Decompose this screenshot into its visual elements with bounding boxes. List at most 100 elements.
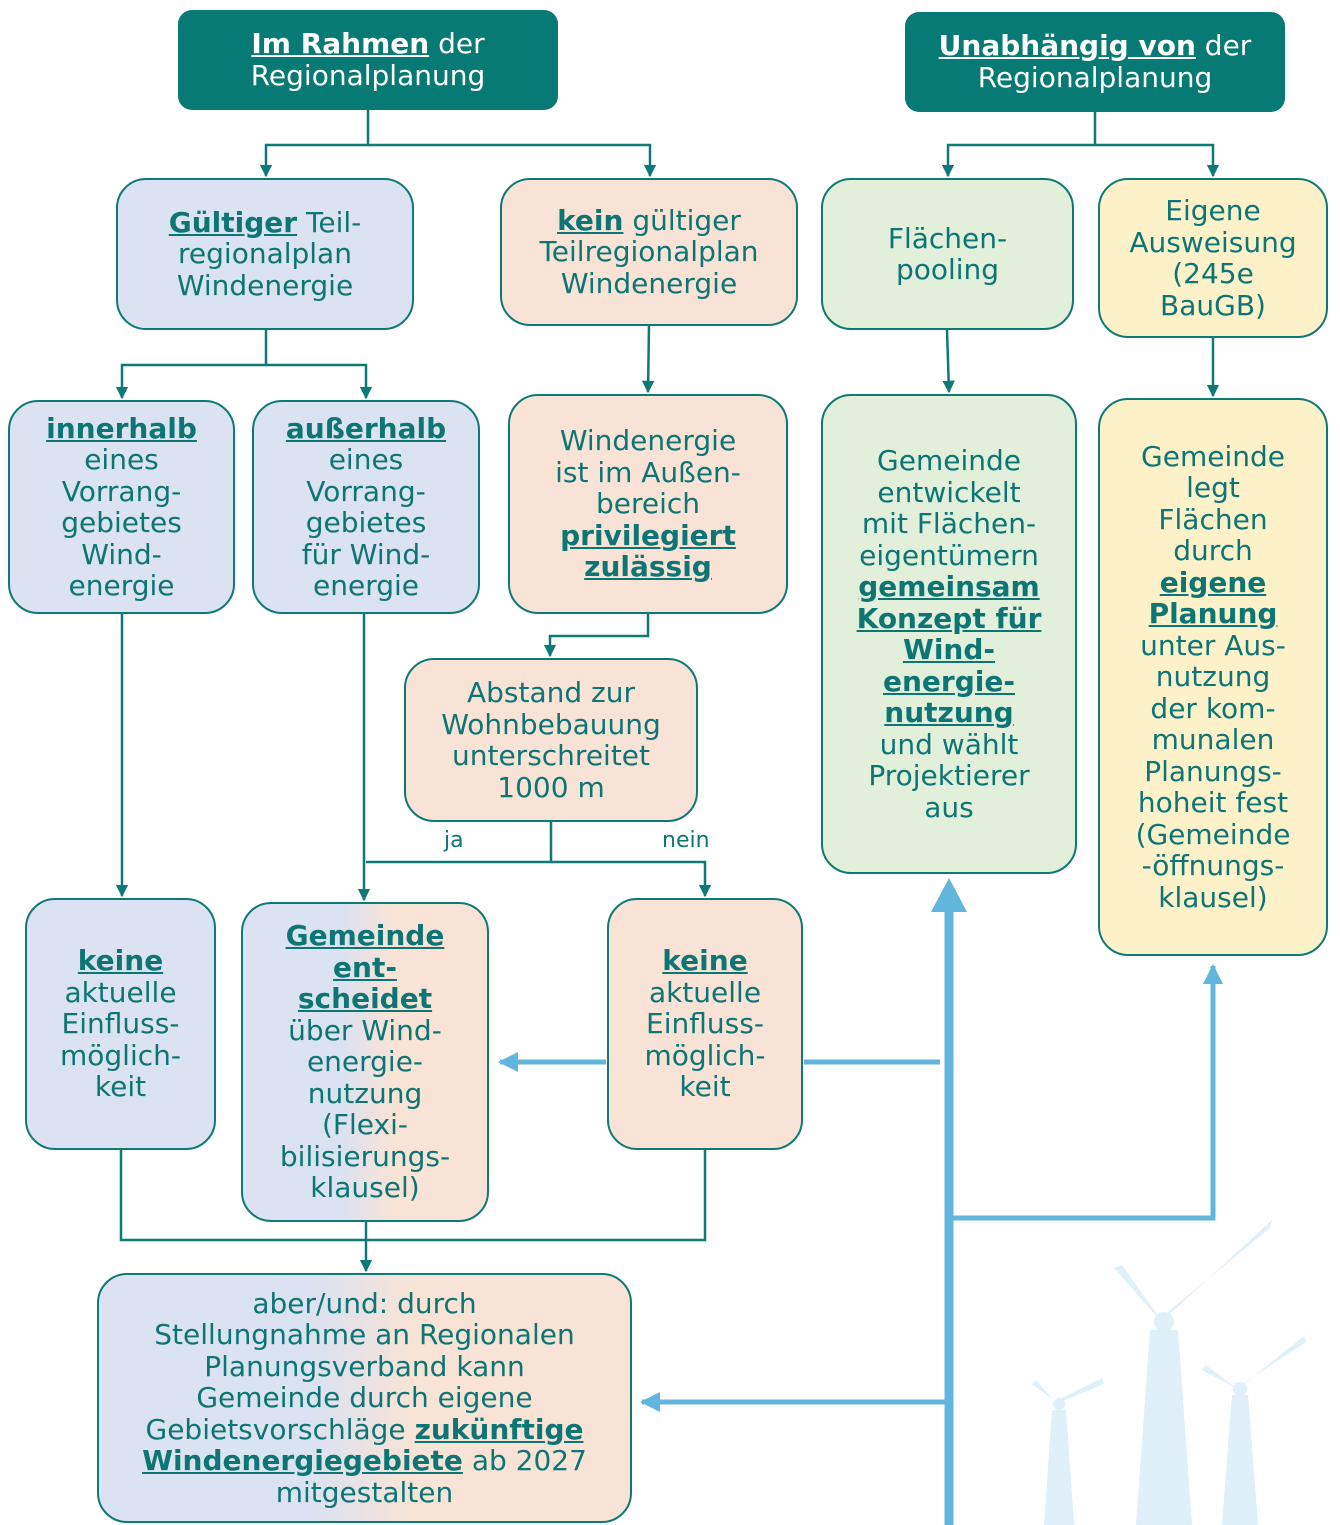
privilegiert-bold2: zulässig [584,550,712,584]
legt-line10: hoheit fest [1137,786,1289,820]
ausweisung-line3: (245e [1172,257,1254,290]
legt-line4: durch [1173,534,1253,568]
privilegiert-line1: Windenergie [559,424,737,458]
legt-line12: -öffnungs- [1141,849,1285,883]
label-nein: nein [662,828,710,853]
ausserhalb-line4: gebietes [305,506,427,539]
gueltig-line3: Windenergie [176,268,354,302]
innerhalb-bold: innerhalb [46,411,197,445]
legt-line5: unter Aus- [1140,628,1286,662]
legt-line8: munalen [1151,723,1275,757]
legt-bold1: eigene [1159,565,1267,599]
entscheidet-line2: energie- [306,1045,424,1079]
aber-line5a: Gebietsvorschläge [145,1412,415,1446]
ausserhalb-line6: energie [313,569,419,602]
gueltig-line2: regionalplan [178,237,352,271]
entwickelt-line3: mit Flächen- [861,507,1037,540]
legt-bold2: Planung [1148,597,1278,631]
entwickelt-line5: und wählt [879,727,1019,761]
keine-rechts-line4: möglich- [644,1038,766,1072]
ausweisung-line2: Ausweisung [1129,225,1297,259]
entscheidet-line5: bilisierungs- [279,1139,451,1173]
aber-line3: Planungsverband kann [204,1349,525,1383]
entwickelt-line4: eigentümern [859,538,1039,572]
keine-rechts-line3: Einfluss- [646,1007,764,1041]
legt-line1: Gemeinde [1141,439,1285,473]
keine-links-line3: Einfluss- [61,1007,180,1041]
keine-links-line2: aktuelle [64,975,177,1009]
entscheidet-line6: klausel) [310,1171,420,1205]
box-flaechenpooling: Flächen-pooling [821,178,1074,330]
header-right-bold: Unabhängig von [938,29,1196,62]
entwickelt-line1: Gemeinde [877,444,1021,477]
gueltig-bold: Gültiger [168,205,298,239]
ausweisung-line1: Eigene [1165,194,1261,227]
legt-line11: (Gemeinde [1135,817,1291,851]
privilegiert-line3: bereich [595,487,701,521]
entwickelt-bold4: energie- [883,664,1015,698]
entwickelt-line7: aus [924,790,974,824]
abstand-line2: Wohnbebauung [441,707,661,741]
legt-line3: Flächen [1158,502,1268,536]
keine-rechts-bold: keine [662,944,748,978]
legt-line2: legt [1186,471,1240,505]
abstand-line1: Abstand zur [466,676,636,709]
aber-bold2: Windenergiegebiete [142,1444,463,1478]
kein-bold: kein [557,203,624,237]
ausserhalb-line5: für Wind- [301,537,431,571]
legt-line13: klausel) [1158,880,1268,914]
entscheidet-line1: über Wind- [288,1013,442,1047]
entwickelt-bold2: Konzept für [856,601,1042,635]
entwickelt-line2: entwickelt [877,475,1021,509]
aber-line4: Gemeinde durch eigene [196,1381,533,1415]
pooling-line1: Flächen- [887,221,1008,255]
entscheidet-bold2: ent- [333,950,397,984]
ausweisung-line4: BauGB) [1160,288,1266,322]
entscheidet-line4: (Flexi- [322,1108,408,1142]
keine-links-line5: keit [94,1070,147,1104]
keine-links-line4: möglich- [60,1038,181,1072]
abstand-line4: 1000 m [497,770,605,804]
innerhalb-line6: energie [68,569,175,602]
entscheidet-bold3: scheidet [297,982,433,1016]
aber-line7: mitgestalten [275,1475,454,1509]
header-left-bold: Im Rahmen [251,27,430,60]
innerhalb-line3: Vorrang- [61,474,182,508]
entwickelt-bold5: nutzung [884,696,1014,729]
legt-line6: nutzung [1155,660,1271,694]
privilegiert-bold1: privilegiert [560,518,736,552]
gueltig-rest1: Teil- [297,205,362,239]
aber-line6b: ab 2027 [462,1444,587,1478]
entscheidet-bold1: Gemeinde [285,919,445,953]
legt-line9: Planungs- [1144,754,1282,788]
entwickelt-bold1: gemeinsam [858,570,1040,603]
ausserhalb-line2: eines [328,443,404,476]
innerhalb-line4: gebietes [61,506,182,539]
aber-bold1: zukünftige [414,1412,584,1446]
header-right-line2: Regionalplanung [977,61,1213,94]
entwickelt-bold3: Wind- [902,633,996,666]
entscheidet-line3: nutzung [307,1076,423,1110]
entwickelt-line6: Projektierer [868,759,1030,792]
keine-rechts-line2: aktuelle [648,975,762,1009]
ausserhalb-line3: Vorrang- [306,474,426,508]
kein-rest1: gültiger [623,203,741,237]
header-right-rest: der [1195,29,1252,62]
abstand-line3: unterschreitet [451,739,651,772]
header-left-rest: der [429,27,485,60]
keine-links-bold: keine [77,944,164,978]
